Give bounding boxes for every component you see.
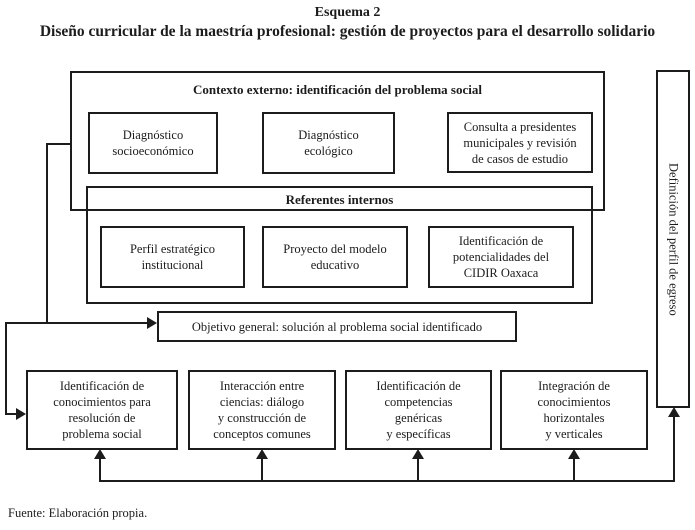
- riser-perfil-egreso: [673, 415, 675, 482]
- riser-box3: [417, 456, 419, 482]
- figure-number: Esquema 2: [314, 5, 381, 20]
- box-identificacion-conocimientos: Identificación de conocimientos para res…: [26, 370, 178, 450]
- figure-title: Diseño curricular de la maestría profesi…: [39, 23, 656, 40]
- box-integracion-conocimientos: Integración de conocimientos horizontale…: [500, 370, 648, 450]
- connector-objetivo-horizontal: [5, 322, 147, 324]
- box-definicion-perfil-egreso: Definición del perfil de egreso: [656, 70, 690, 408]
- contexto-externo-container: Contexto externo: identificación del pro…: [70, 71, 605, 211]
- arrow-up-box1-icon: [94, 449, 106, 459]
- arrow-into-objetivo-icon: [147, 317, 157, 329]
- referentes-internos-container: Referentes internos: [86, 186, 593, 304]
- box-perfil-estrategico: Perfil estratégico institucional: [100, 226, 245, 288]
- box-consulta-presidentes: Consulta a presidentes municipales y rev…: [447, 112, 593, 173]
- connector-left-vertical: [46, 143, 48, 324]
- riser-box4: [573, 456, 575, 482]
- connector-far-left-vertical: [5, 322, 7, 415]
- arrow-up-box4-icon: [568, 449, 580, 459]
- connector-box1-stub: [5, 413, 18, 415]
- box-identificacion-potencialidades: Identificación de potencialidades del CI…: [428, 226, 574, 288]
- box-objetivo-general: Objetivo general: solución al problema s…: [157, 311, 517, 342]
- referentes-internos-title: Referentes internos: [285, 192, 394, 207]
- box-diagnostico-socioeconomico: Diagnóstico socioeconómico: [88, 112, 218, 174]
- arrow-up-perfil-egreso-icon: [668, 407, 680, 417]
- box-interaccion-ciencias: Interacción entre ciencias: diálogo y co…: [188, 370, 336, 450]
- box-diagnostico-ecologico: Diagnóstico ecológico: [262, 112, 395, 174]
- box-proyecto-modelo-educativo: Proyecto del modelo educativo: [262, 226, 408, 288]
- riser-box2: [261, 456, 263, 482]
- arrow-into-box1-icon: [16, 408, 26, 420]
- riser-box1: [99, 456, 101, 482]
- connector-contexto-horizontal: [46, 143, 70, 145]
- arrow-up-box2-icon: [256, 449, 268, 459]
- source-note: Fuente: Elaboración propia.: [8, 506, 148, 520]
- connector-bottom-bus: [99, 480, 675, 482]
- box-identificacion-competencias: Identificación de competencias genéricas…: [345, 370, 492, 450]
- contexto-externo-title: Contexto externo: identificación del pro…: [193, 82, 482, 97]
- arrow-up-box3-icon: [412, 449, 424, 459]
